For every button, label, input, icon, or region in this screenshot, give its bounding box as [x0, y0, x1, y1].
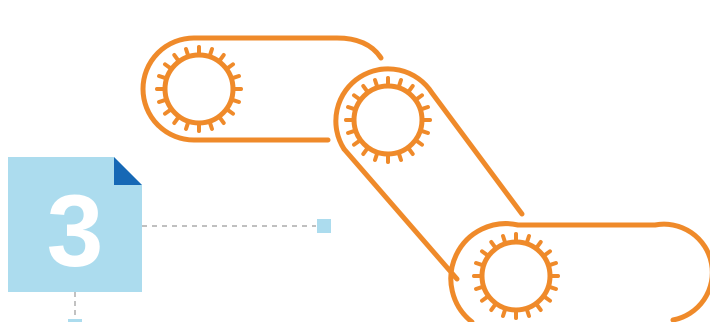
- gear-tooth: [232, 100, 239, 102]
- gear-icon: [157, 47, 241, 131]
- step-badge: 3: [8, 157, 142, 292]
- gear-tooth: [375, 153, 377, 160]
- gear-tooth: [416, 95, 422, 99]
- gear-icon: [474, 234, 558, 318]
- connector-end-square: [317, 219, 331, 233]
- gear-tooth: [232, 76, 239, 78]
- gear-tooth: [354, 141, 360, 145]
- gear-tooth: [354, 95, 360, 99]
- gear-tooth: [159, 100, 166, 102]
- gear-tooth: [165, 110, 171, 114]
- gear-tooth: [416, 141, 422, 145]
- gear-tooth: [482, 297, 488, 301]
- gear-tooth: [399, 153, 401, 160]
- gear-tooth: [186, 122, 188, 129]
- gear-tooth: [476, 263, 483, 265]
- gear-tooth: [537, 304, 541, 310]
- gear-icon: [346, 78, 430, 162]
- gear-tooth: [363, 86, 367, 92]
- gear-tooth: [220, 55, 224, 61]
- gear-tooth: [174, 55, 178, 61]
- gear-tooth: [491, 242, 495, 248]
- gear-tooth: [348, 131, 355, 133]
- belt-link-bottom: [451, 224, 710, 322]
- gear-tooth: [527, 236, 529, 243]
- gear-tooth: [363, 148, 367, 154]
- gear-tooth: [210, 49, 212, 56]
- gear-ring: [482, 242, 550, 310]
- gear-tooth: [482, 251, 488, 255]
- gear-tooth: [503, 236, 505, 243]
- gear-tooth: [549, 263, 556, 265]
- gear-tooth: [549, 287, 556, 289]
- gear-tooth: [409, 148, 413, 154]
- gear-tooth: [227, 64, 233, 68]
- gear-tooth: [476, 287, 483, 289]
- gear-tooth: [544, 297, 550, 301]
- gear-tooth: [375, 80, 377, 87]
- gear-tooth: [165, 64, 171, 68]
- gear-tooth: [491, 304, 495, 310]
- belt-link-diagonal-lower: [344, 149, 457, 279]
- gear-tooth: [159, 76, 166, 78]
- gear-tooth: [220, 117, 224, 123]
- gear-tooth: [421, 107, 428, 109]
- gear-tooth: [399, 80, 401, 87]
- gear-tooth: [409, 86, 413, 92]
- gear-tooth: [186, 49, 188, 56]
- folded-corner-icon: [114, 157, 142, 185]
- gear-tooth: [537, 242, 541, 248]
- gear-ring: [165, 55, 233, 123]
- gear-tooth: [527, 309, 529, 316]
- step-number: 3: [47, 174, 104, 288]
- gear-tooth: [227, 110, 233, 114]
- gear-tooth: [503, 309, 505, 316]
- gear-tooth: [348, 107, 355, 109]
- gear-tooth: [544, 251, 550, 255]
- gear-tooth: [421, 131, 428, 133]
- gear-tooth: [174, 117, 178, 123]
- gear-tooth: [210, 122, 212, 129]
- gear-ring: [354, 86, 422, 154]
